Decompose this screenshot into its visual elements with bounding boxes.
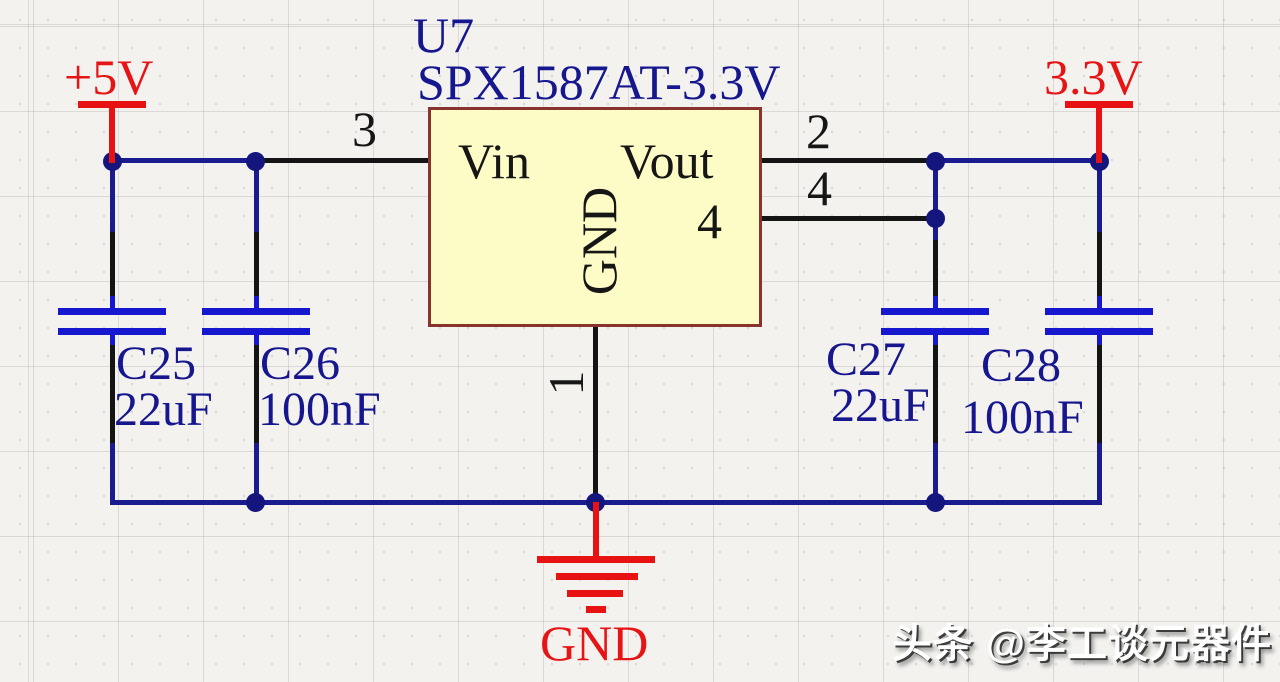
wire-3v3-rail	[935, 158, 1099, 163]
c26-pin-top	[254, 232, 259, 300]
junction-dot	[246, 493, 265, 512]
gnd-bar-1	[537, 556, 655, 563]
junction-dot	[926, 152, 945, 171]
wire-c26-top	[254, 160, 259, 234]
c28-ref-label: C28	[981, 339, 1062, 392]
power-3v3-stem	[1096, 101, 1102, 163]
c25-ref-label: C25	[116, 337, 197, 390]
c26-ref-label: C26	[260, 337, 341, 390]
c27-plate-bottom	[881, 328, 989, 335]
c27-value-label: 22uF	[831, 379, 930, 432]
gnd-bar-2	[556, 573, 638, 580]
c26-stub-top	[254, 296, 259, 309]
wire-c25-bottom	[110, 443, 115, 504]
c25-value-label: 22uF	[114, 383, 213, 436]
ic-designator: U7	[413, 7, 475, 63]
ic-pin-name-vin: Vin	[458, 133, 530, 189]
pin-number-1: 1	[538, 370, 594, 396]
c26-plate-bottom	[202, 328, 310, 335]
wire-c28-bottom	[1097, 443, 1102, 504]
power-5v-stem	[109, 101, 115, 163]
power-5v-label: +5V	[64, 49, 154, 105]
pin-number-3: 3	[352, 101, 377, 157]
gnd-bar-4	[586, 606, 606, 613]
pin-number-2: 2	[806, 103, 831, 159]
ic-pin-name-vout: Vout	[620, 133, 714, 189]
gnd-label: GND	[540, 615, 649, 671]
c26-value-label: 100nF	[258, 383, 381, 436]
c28-plate-top	[1045, 308, 1153, 315]
wire-vout-junction-link	[933, 160, 938, 220]
wire-5v-rail	[112, 158, 258, 163]
c25-plate-bottom	[58, 328, 166, 335]
gnd-bar-3	[567, 590, 623, 597]
c27-pin-top	[933, 240, 938, 300]
pin1-wire	[593, 325, 598, 504]
ic-pin-name-vout2: 4	[697, 193, 722, 249]
junction-dot	[926, 493, 945, 512]
c28-value-label: 100nF	[961, 391, 1084, 444]
c28-plate-bottom	[1045, 328, 1153, 335]
c28-stub-bottom	[1097, 334, 1102, 347]
c25-plate-top	[58, 308, 166, 315]
c25-stub-top	[110, 296, 115, 309]
ic-pin-name-gnd: GND	[571, 186, 627, 296]
c27-stub-top	[933, 296, 938, 309]
pin-number-4: 4	[807, 160, 832, 216]
gnd-stem	[593, 502, 599, 559]
c27-plate-top	[881, 308, 989, 315]
c27-pin-bottom	[933, 345, 938, 445]
c28-pin-bottom	[1097, 345, 1102, 445]
wire-c26-bottom	[254, 443, 259, 504]
wire-c27-top	[933, 218, 938, 244]
wire-c27-bottom	[933, 443, 938, 504]
ic-u7-body	[428, 107, 762, 327]
c28-stub-top	[1097, 296, 1102, 309]
c26-plate-top	[202, 308, 310, 315]
c28-pin-top	[1097, 232, 1102, 300]
c25-pin-top	[110, 232, 115, 300]
c26-pin-bottom	[254, 345, 259, 445]
power-3v3-label: 3.3V	[1044, 49, 1143, 105]
pin4-wire	[760, 216, 937, 221]
pin2-wire	[760, 158, 937, 163]
c27-stub-bottom	[933, 334, 938, 347]
wire-ground-rail	[110, 500, 1102, 505]
junction-dot	[926, 209, 945, 228]
junction-dot	[246, 152, 265, 171]
wire-c25-top	[110, 160, 115, 234]
watermark-text: 头条 @李工谈元器件	[891, 622, 1272, 666]
c25-pin-bottom	[110, 345, 115, 445]
wire-c28-top	[1097, 160, 1102, 234]
c25-stub-bottom	[110, 334, 115, 347]
ic-part-number: SPX1587AT-3.3V	[417, 54, 781, 110]
c27-ref-label: C27	[826, 333, 907, 386]
pin3-wire	[256, 158, 430, 163]
c26-stub-bottom	[254, 334, 259, 347]
